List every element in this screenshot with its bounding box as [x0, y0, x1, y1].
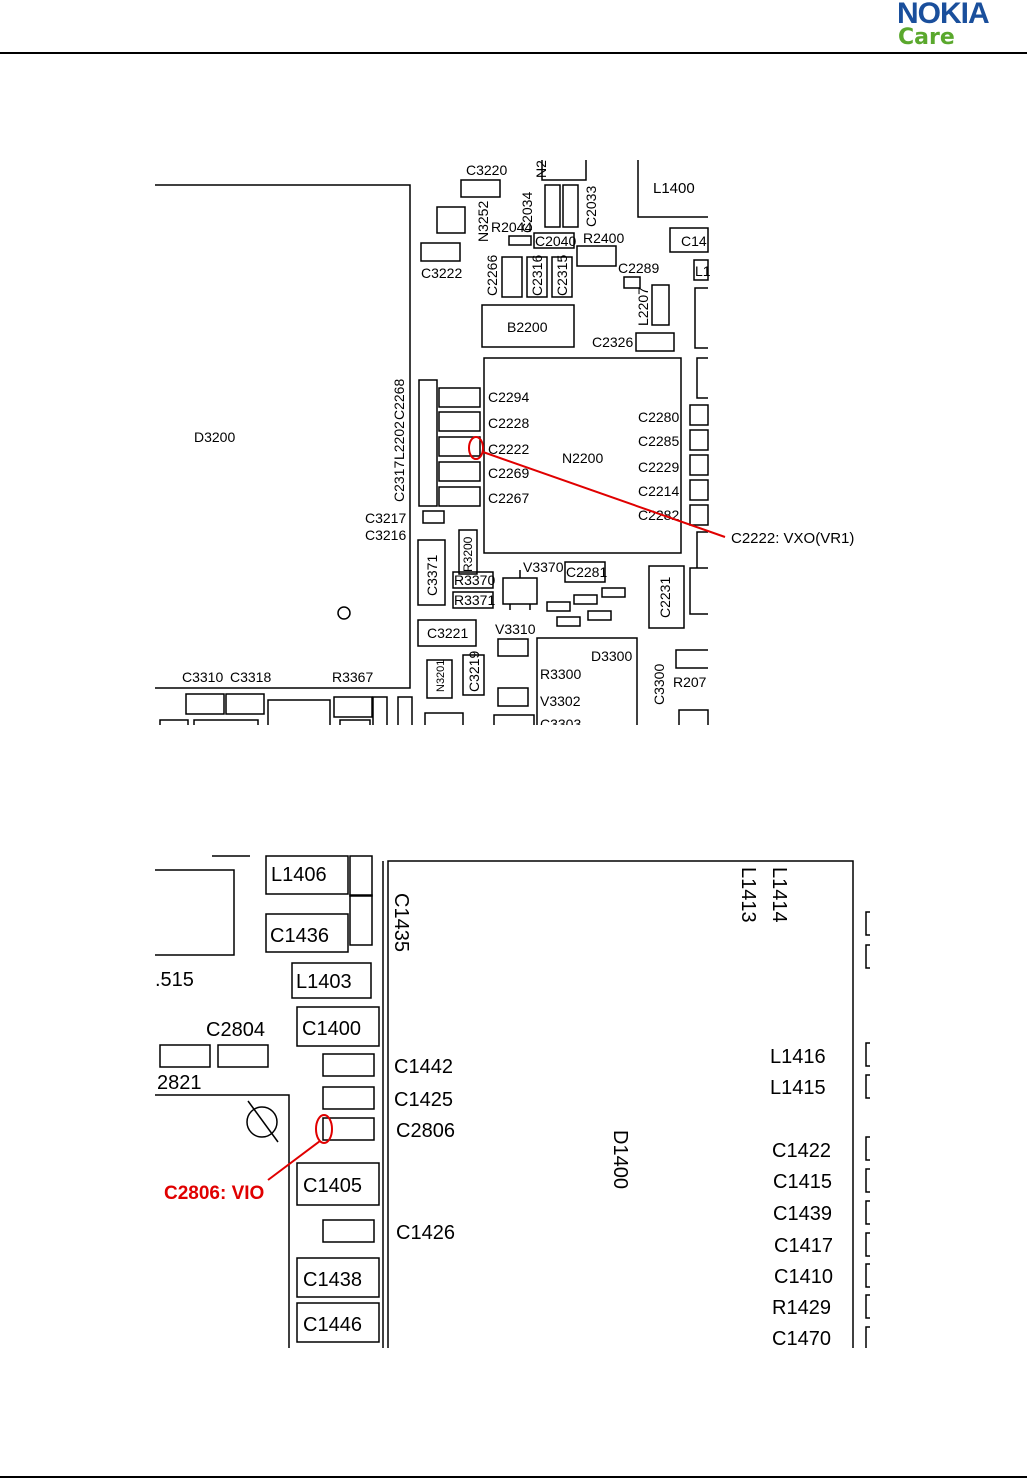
label-v3302: V3302 [540, 693, 581, 709]
label-r3200: R3200 [461, 536, 475, 572]
label-c2034: C2034 [519, 192, 535, 233]
label-c2040: C2040 [535, 233, 576, 249]
label-r3370: R3370 [454, 572, 495, 588]
pcb-diagram-top: C3220 N2 C2034 C2033 L1400 N3252 R2044 C… [155, 160, 854, 725]
label-c2268: C2268 [391, 379, 407, 420]
label-c2222: C2222 [488, 441, 529, 457]
label-d1400: D1400 [609, 1130, 631, 1189]
label-c1405: C1405 [303, 1175, 362, 1197]
label-c3220: C3220 [466, 162, 507, 178]
label-c3303: C3303 [540, 716, 581, 725]
annotation-marker-c2806 [267, 1114, 333, 1181]
label-c2804: C2804 [206, 1019, 265, 1041]
label-c1446: C1446 [303, 1314, 362, 1336]
label-n3252: N3252 [475, 201, 491, 242]
label-c2821: 2821 [157, 1072, 202, 1094]
label-l1406: L1406 [271, 864, 327, 886]
label-c2228: C2228 [488, 415, 529, 431]
label-r207: R207 [673, 674, 707, 690]
label-c3371: C3371 [424, 555, 440, 596]
care-logo: Care [898, 25, 955, 50]
nokia-logo: NOKIA [897, 0, 990, 30]
label-l1414: L1414 [768, 867, 790, 923]
label-c3217: C3217 [365, 510, 406, 526]
label-c1442: C1442 [394, 1056, 453, 1078]
label-c2229: C2229 [638, 459, 679, 475]
label-c2317: C2317 [391, 461, 407, 502]
label-c1439: C1439 [773, 1203, 832, 1225]
label-c3300: C3300 [651, 664, 667, 705]
label-c1415: C1415 [773, 1171, 832, 1193]
label-c3221: C3221 [427, 625, 468, 641]
label-c1436: C1436 [270, 925, 329, 947]
label-c2285: C2285 [638, 433, 679, 449]
label-r3367: R3367 [332, 669, 373, 685]
label-c2281: C2281 [566, 564, 607, 580]
label-l2207: L2207 [635, 287, 651, 326]
label-l1403: L1403 [296, 971, 352, 993]
label-r2400: R2400 [583, 230, 624, 246]
label-c1422: C1422 [772, 1140, 831, 1162]
label-v3310: V3310 [495, 621, 536, 637]
pcb-diagram-bottom: L1406 C1436 C1435 L1414 L1413 .515 L1403… [155, 855, 870, 1348]
label-c2269: C2269 [488, 465, 529, 481]
label-c2316: C2316 [529, 255, 545, 296]
label-c1400: C1400 [302, 1018, 361, 1040]
label-l1416: L1416 [770, 1046, 826, 1068]
label-c2266: C2266 [484, 255, 500, 296]
label-l1415: L1415 [770, 1077, 826, 1099]
label-n3201: N3201 [435, 660, 447, 692]
label-c1470: C1470 [772, 1328, 831, 1348]
label-c2231: C2231 [657, 577, 673, 618]
label-c1425: C1425 [394, 1089, 453, 1111]
label-c2315: C2315 [554, 255, 570, 296]
footer-rule [0, 1476, 1027, 1478]
label-c14: C14 [681, 233, 707, 249]
label-c2294: C2294 [488, 389, 529, 405]
label-n2200: N2200 [562, 450, 603, 466]
label-l1400: L1400 [653, 180, 695, 197]
label-r2044: R2044 [491, 219, 532, 235]
label-r3371: R3371 [454, 592, 495, 608]
label-c1410: C1410 [774, 1266, 833, 1288]
label-d3300: D3300 [591, 648, 632, 664]
label-c3310: C3310 [182, 669, 223, 685]
label-c1417: C1417 [774, 1235, 833, 1257]
label-l1413: L1413 [737, 867, 759, 923]
label-c2280: C2280 [638, 409, 679, 425]
label-c1435: C1435 [390, 893, 412, 952]
label-r1429: R1429 [772, 1297, 831, 1319]
label-b2200: B2200 [507, 319, 548, 335]
label-c2806: C2806 [396, 1120, 455, 1142]
label-r3300: R3300 [540, 666, 581, 682]
label-c3318: C3318 [230, 669, 271, 685]
label-c3222: C3222 [421, 265, 462, 281]
label-n2: N2 [533, 160, 549, 178]
label-v3370: V3370 [523, 559, 564, 575]
label-l2202: L2202 [391, 421, 407, 460]
label-c2033: C2033 [583, 186, 599, 227]
annotation-marker-c2222 [468, 436, 726, 538]
label-c2289: C2289 [618, 260, 659, 276]
label-c1426: C1426 [396, 1222, 455, 1244]
label-l1: L1 [695, 263, 711, 279]
header-rule [0, 52, 1027, 54]
label-c1438: C1438 [303, 1269, 362, 1291]
label-c3219: C3219 [466, 651, 482, 692]
label-l515: .515 [155, 969, 194, 991]
label-c2267: C2267 [488, 490, 529, 506]
annotation-c2806: C2806: VIO [164, 1183, 264, 1204]
label-c3216: C3216 [365, 527, 406, 543]
label-c2326: C2326 [592, 334, 633, 350]
label-c2214: C2214 [638, 483, 679, 499]
label-d3200: D3200 [194, 429, 235, 445]
annotation-c2222: C2222: VXO(VR1) [731, 530, 854, 547]
